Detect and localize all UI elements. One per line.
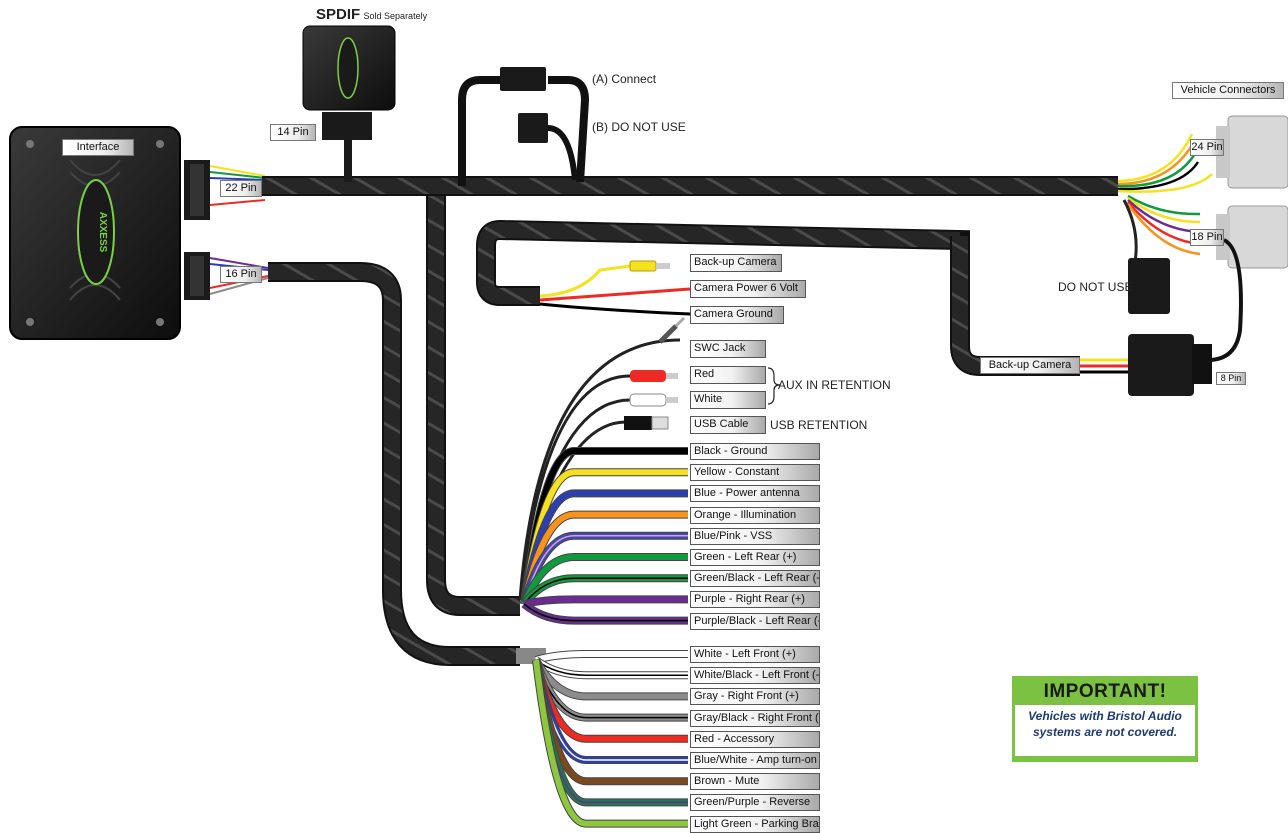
g2-wire-label-0: White - Left Front (+) xyxy=(690,646,820,663)
spdif-pin-label: 14 Pin xyxy=(270,124,316,141)
g2-wire-label-4: Red - Accessory xyxy=(690,730,820,748)
interface-22pin-label: 22 Pin xyxy=(220,180,262,197)
ab-connector-loop xyxy=(458,76,500,186)
g1-wire-label-1: Yellow - Constant xyxy=(690,464,820,482)
aux-lead-label-2: White xyxy=(690,391,766,409)
spdif-title-block: SPDIF Sold Separately xyxy=(316,6,427,23)
important-line-2: systems are not covered. xyxy=(1032,725,1178,739)
swc-jack-plug xyxy=(658,316,686,344)
interface-16pin-connector xyxy=(184,252,210,300)
spdif-module xyxy=(302,25,396,182)
g1-wire-label-2: Blue - Power antenna xyxy=(690,485,820,503)
g2-wire-label-8: Light Green - Parking Brake xyxy=(690,815,820,833)
spdif-title: SPDIF xyxy=(316,6,361,23)
g1-wire-label-7: Purple - Right Rear (+) xyxy=(690,591,820,609)
g2-wire-label-3: Gray/Black - Right Front (-) xyxy=(690,709,820,727)
connector-b xyxy=(518,113,548,143)
important-title: IMPORTANT! xyxy=(1043,681,1167,702)
aux-bracket xyxy=(767,367,781,405)
camera-rca-plug xyxy=(629,260,657,272)
aux-lead-label-1: Red xyxy=(690,366,766,384)
aux-lead-label-3: USB Cable xyxy=(690,416,766,434)
g1-wire-stripe-6 xyxy=(523,577,688,605)
g1-wire-8 xyxy=(522,601,688,624)
g1-wire-stripe-8 xyxy=(523,603,688,622)
g1-wire-label-8: Purple/Black - Left Rear (-) xyxy=(690,612,820,630)
g2-wire-8 xyxy=(533,659,688,827)
g2-wire-label-2: Gray - Right Front (+) xyxy=(690,688,820,706)
group2-wires xyxy=(532,650,688,828)
vehicle-24pin-label: 24 Pin xyxy=(1190,139,1224,156)
g2-wire-label-6: Brown - Mute xyxy=(690,773,820,791)
axxess-logo xyxy=(77,179,115,285)
vehicle-8pin-label: 8 Pin xyxy=(1216,372,1246,385)
spdif-subtitle: Sold Separately xyxy=(363,11,428,21)
interface-16pin-label: 16 Pin xyxy=(220,266,262,283)
do-not-use-connector xyxy=(1128,258,1170,314)
vehicle-connectors-title: Vehicle Connectors xyxy=(1172,82,1284,99)
important-body: Vehicles with Bristol Audio systems are … xyxy=(1015,705,1195,756)
usb-retention-label: USB RETENTION xyxy=(770,418,868,432)
connect-b-label: (B) DO NOT USE xyxy=(592,120,686,134)
red-rca-plug xyxy=(630,370,678,382)
connect-a-label: (A) Connect xyxy=(592,72,657,86)
g2-wire-label-7: Green/Purple - Reverse xyxy=(690,794,820,812)
aux-retention-label: AUX IN RETENTION xyxy=(778,378,891,392)
interface-logo-text: AXXESS xyxy=(97,212,108,253)
g2-wire-label-1: White/Black - Left Front (-) xyxy=(690,667,820,685)
g1-wire-label-0: Black - Ground xyxy=(690,443,820,460)
camera-lead-label-2: Camera Ground xyxy=(690,306,784,324)
connector-a xyxy=(500,67,546,91)
vehicle-18pin-connector xyxy=(1126,194,1288,269)
do-not-use-label: DO NOT USE xyxy=(1058,280,1133,294)
camera-lead-label-0: Back-up Camera xyxy=(690,254,782,272)
interface-label: Interface xyxy=(62,139,134,156)
group1-wires xyxy=(520,447,688,625)
interface-module: AXXESS xyxy=(9,126,181,340)
g1-wire-label-3: Orange - Illumination xyxy=(690,506,820,524)
interface-22pin-connector xyxy=(184,160,210,220)
vehicle-18pin-label: 18 Pin xyxy=(1190,229,1224,246)
g1-wire-label-4: Blue/Pink - VSS xyxy=(690,527,820,545)
important-line-1: Vehicles with Bristol Audio xyxy=(1028,709,1182,723)
vehicle-24pin-connector xyxy=(1117,115,1288,193)
vehicle-backup-camera-label: Back-up Camera xyxy=(980,357,1080,374)
backup-camera-8pin-connector xyxy=(1128,334,1194,396)
usb-plug xyxy=(624,416,669,430)
aux-lead-label-0: SWC Jack xyxy=(690,340,766,358)
g1-wire-label-6: Green/Black - Left Rear (-) xyxy=(690,570,820,588)
g1-wire-label-5: Green - Left Rear (+) xyxy=(690,549,820,566)
white-rca-plug xyxy=(629,393,678,407)
g2-wire-label-5: Blue/White - Amp turn-on xyxy=(690,752,820,769)
camera-lead-label-1: Camera Power 6 Volt xyxy=(690,280,806,298)
important-notice: IMPORTANT! Vehicles with Bristol Audio s… xyxy=(1012,676,1198,762)
